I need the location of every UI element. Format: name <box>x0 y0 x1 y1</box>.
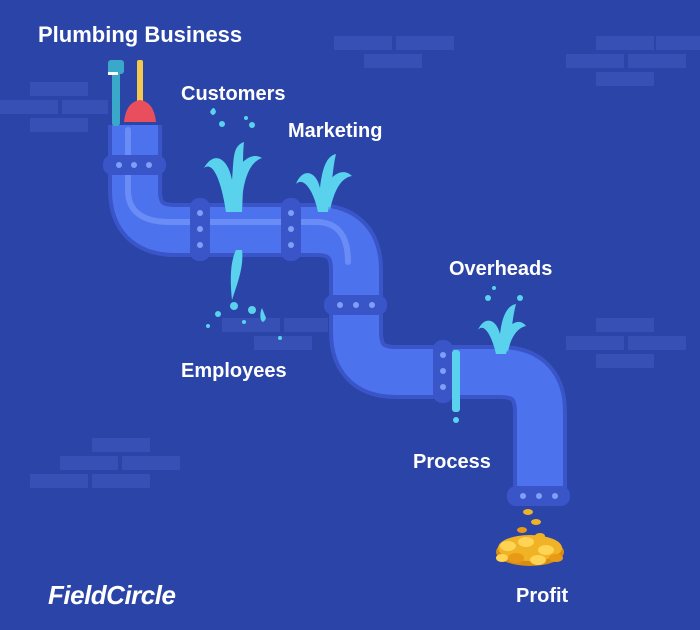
brand-logo: FieldCircle <box>48 580 176 610</box>
wrench-icon <box>108 60 124 126</box>
pipe-coupling-outlet <box>507 486 570 506</box>
pipe-coupling-1 <box>190 198 210 261</box>
background-bricks <box>0 36 700 488</box>
water-drip-process <box>452 350 460 423</box>
label-process: Process <box>413 451 491 473</box>
pipe-highlight <box>125 127 351 265</box>
water-splash-icon <box>204 108 262 212</box>
water-splash-icon <box>478 286 526 354</box>
plunger-icon <box>124 60 156 122</box>
label-marketing: Marketing <box>288 120 383 142</box>
label-overheads: Overheads <box>449 258 553 280</box>
water-drip-employees <box>206 250 282 340</box>
water-splash-icon <box>296 154 352 212</box>
coin-pile-icon <box>496 509 564 566</box>
label-employees: Employees <box>181 360 287 382</box>
pipe-coupling-top <box>103 155 166 175</box>
pipe-coupling-2 <box>281 198 301 261</box>
label-customers: Customers <box>181 83 286 105</box>
label-profit: Profit <box>516 585 569 607</box>
diagram-title: Plumbing Business <box>38 22 243 47</box>
pipe-coupling-4 <box>433 340 453 403</box>
pipe-coupling-3 <box>324 295 387 315</box>
